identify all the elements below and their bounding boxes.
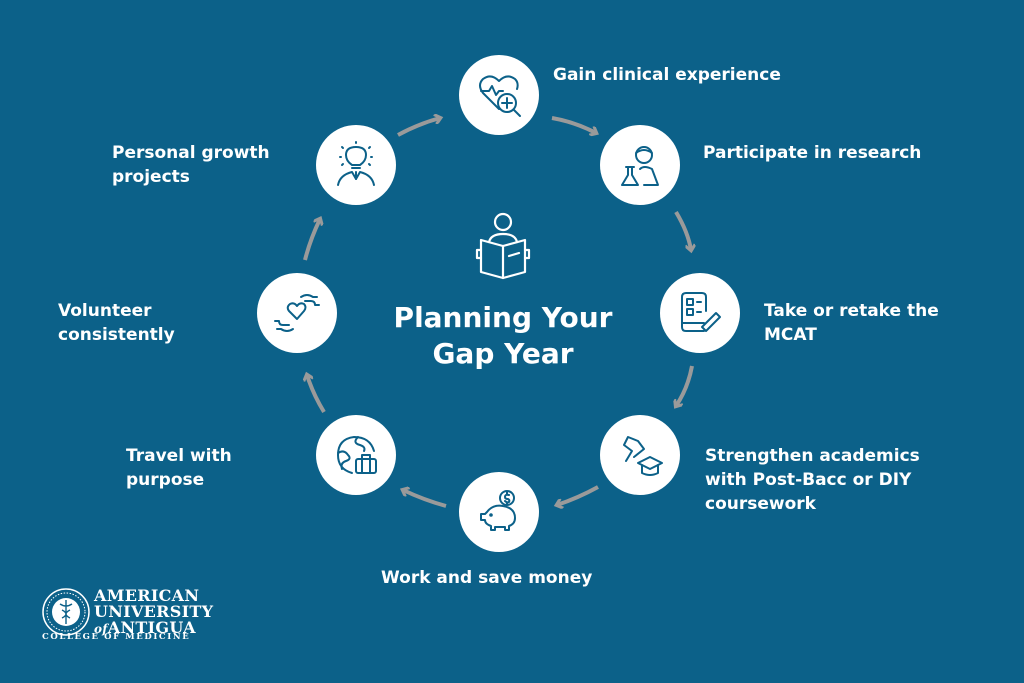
step-node-growth (316, 125, 396, 205)
step-node-mcat (660, 273, 740, 353)
university-logo: AMERICAN UNIVERSITY ofANTIGUA (42, 588, 213, 637)
logo-line-of: of (94, 622, 108, 636)
step-label-line: consistently (58, 325, 175, 345)
step-label-line: coursework (705, 494, 816, 514)
arrow-travel-to-volunteer (307, 375, 326, 414)
logo-line-university: UNIVERSITY (94, 602, 214, 621)
hands-heart-icon (274, 294, 320, 332)
step-label-line: projects (112, 167, 190, 187)
title-line-1: Planning Your (393, 301, 613, 334)
step-label-clinical: Gain clinical experience (553, 65, 781, 85)
arrow-mcat-to-academics (676, 365, 694, 406)
logo-line-antigua: ANTIGUA (107, 618, 196, 637)
heart-medical-search-icon (479, 75, 521, 117)
arrow-growth-to-clinical (397, 118, 440, 137)
step-label-line: purpose (126, 470, 205, 490)
step-node-money (459, 472, 539, 552)
diagram-title: Planning Your Gap Year (370, 300, 636, 372)
piggy-bank-icon (480, 490, 516, 531)
step-label-volunteer: Volunteer consistently (58, 299, 175, 347)
step-label-mcat: Take or retake the MCAT (764, 299, 939, 347)
reading-person-icon (475, 212, 531, 280)
step-label-line: with Post-Bacc or DIY (705, 470, 912, 490)
step-node-volunteer (257, 273, 337, 353)
step-node-research (600, 125, 680, 205)
step-label-line: Travel with (126, 446, 232, 466)
step-label-growth: Personal growth projects (112, 141, 270, 189)
step-label-travel: Travel with purpose (126, 444, 232, 492)
step-label-line: MCAT (764, 325, 817, 345)
step-label-line: Take or retake the (764, 301, 939, 321)
logo-line-american: AMERICAN (94, 586, 200, 605)
step-label-academics: Strengthen academics with Post-Bacc or D… (705, 444, 920, 516)
checklist-pencil-icon (681, 292, 721, 332)
step-label-line: Volunteer (58, 301, 152, 321)
lightbulb-person-icon (337, 141, 375, 186)
arrow-research-to-mcat (674, 210, 691, 250)
step-label-line: Strengthen academics (705, 446, 920, 466)
title-line-2: Gap Year (432, 337, 574, 370)
step-label-line: Personal growth (112, 143, 270, 163)
step-label-money: Work and save money (381, 568, 593, 588)
arrow-academics-to-money (557, 485, 599, 505)
logo-subtitle: COLLEGE OF MEDICINE (42, 632, 191, 642)
globe-luggage-icon (337, 436, 377, 474)
arrow-money-to-travel (403, 490, 447, 508)
diploma-graduation-cap-icon (623, 436, 663, 476)
step-node-academics (600, 415, 680, 495)
step-label-research: Participate in research (703, 143, 922, 163)
step-node-travel (316, 415, 396, 495)
scientist-flask-icon (621, 146, 659, 186)
arrow-volunteer-to-growth (303, 219, 320, 261)
step-node-clinical (459, 55, 539, 135)
caduceus-seal-icon (42, 588, 90, 636)
arrow-clinical-to-research (551, 116, 596, 133)
